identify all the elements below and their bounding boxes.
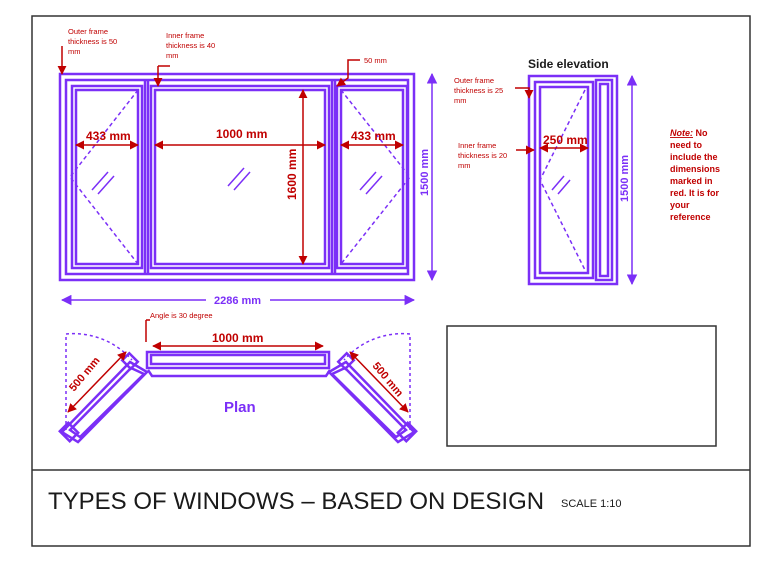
note-inner-frame-front-2: thickness is 40 (166, 41, 215, 50)
side-elevation-label: Side elevation (528, 57, 609, 71)
dim-side-width: 250 mm (543, 133, 588, 147)
note-outer-frame-front-2: thickness is 50 (68, 37, 117, 46)
note-inner-frame-front-1: Inner frame (166, 31, 204, 40)
note-line-5: red. It is for (670, 188, 720, 198)
note-title: Note: (670, 128, 693, 138)
sheet-border (31, 15, 751, 547)
title-block-scale: SCALE 1:10 (561, 498, 622, 510)
note-line-4: marked in (670, 176, 713, 186)
dim-plan-left: 500 mm (67, 355, 103, 394)
note-outer-frame-side-1: Outer frame (454, 76, 494, 85)
note-outer-frame-side-3: mm (454, 96, 467, 105)
note-inner-frame-side-3: mm (458, 161, 471, 170)
side-elevation (527, 74, 619, 286)
dim-overall-width: 2286 mm (214, 295, 261, 307)
glass-hatch (91, 167, 383, 195)
dim-left-sash: 433 mm (86, 129, 131, 143)
front-elevation (58, 72, 416, 282)
note-inner-frame-side-1: Inner frame (458, 141, 496, 150)
dim-overall-height: 1500 mm (419, 149, 431, 196)
note-outer-frame-side-2: thickness is 25 (454, 86, 503, 95)
note-outer-frame-front-3: mm (68, 47, 81, 56)
note-outer-frame-front-1: Outer frame (68, 27, 108, 36)
note-line-6: your (670, 200, 690, 210)
note-line-3: dimensions (670, 164, 720, 174)
dim-center-height: 1600 mm (285, 149, 299, 200)
note-angle: Angle is 30 degree (150, 311, 213, 320)
plan-label: Plan (224, 399, 256, 416)
dim-plan-center: 1000 mm (212, 331, 263, 345)
plan-swing-arcs (65, 332, 411, 430)
note-block: Note: No need to include the dimensions … (670, 128, 723, 222)
note-gap-50: 50 mm (364, 56, 387, 65)
dim-right-sash: 433 mm (351, 129, 396, 143)
note-inner-frame-front-3: mm (166, 51, 179, 60)
note-line-7: reference (670, 212, 711, 222)
note-line-0: No (693, 128, 708, 138)
note-line-2: include the (670, 152, 718, 162)
sash-opening-lines (69, 89, 411, 265)
dim-center-width: 1000 mm (216, 127, 267, 141)
side-opening-lines (539, 89, 586, 271)
dim-side-height: 1500 mm (619, 155, 631, 202)
empty-box (446, 325, 717, 447)
title-block-title: TYPES OF WINDOWS – BASED ON DESIGN (48, 488, 545, 515)
note-line-1: need to (670, 140, 703, 150)
note-inner-frame-side-2: thickness is 20 (458, 151, 507, 160)
